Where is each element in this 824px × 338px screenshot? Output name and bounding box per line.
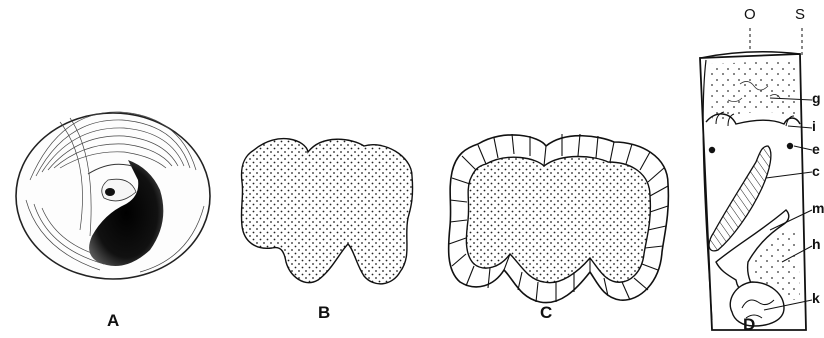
label-o: O: [744, 6, 756, 23]
label-h: h: [812, 236, 824, 252]
shell-drawing: [16, 112, 210, 279]
label-e: e: [812, 141, 824, 157]
label-m: m: [812, 200, 824, 216]
panel-label-b: B: [318, 303, 330, 323]
label-c: c: [812, 163, 824, 179]
panel-label-c: C: [540, 303, 552, 323]
stippled-body-c: [449, 134, 669, 303]
label-i: i: [812, 118, 824, 134]
stippled-body-b: [241, 139, 412, 284]
panel-label-a: A: [107, 311, 119, 331]
panel-label-d: D: [743, 315, 755, 335]
label-s: S: [795, 6, 805, 23]
section-drawing-d: [700, 28, 812, 330]
label-g: g: [812, 90, 824, 106]
label-k: k: [812, 290, 824, 306]
